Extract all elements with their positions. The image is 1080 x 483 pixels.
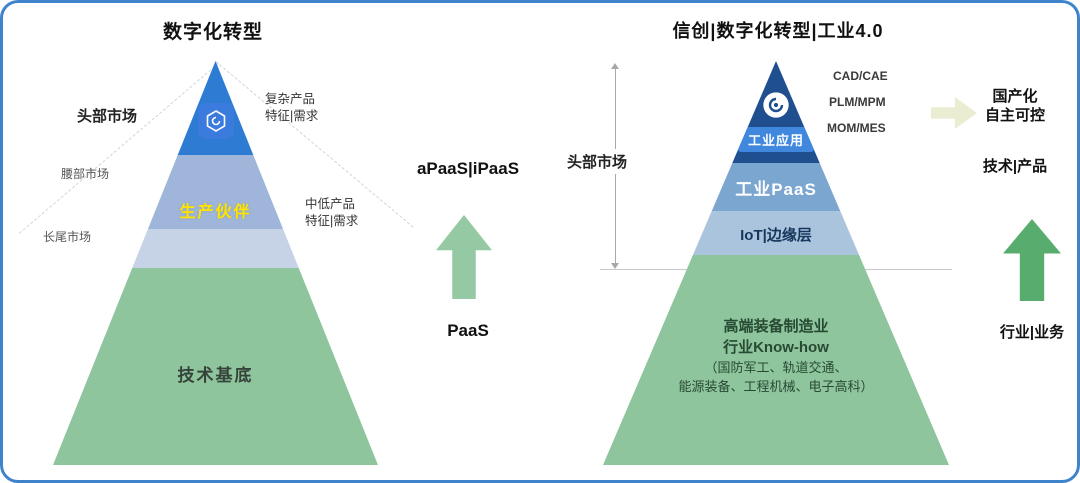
green-line-1: 高端装备制造业 <box>723 318 829 335</box>
right-market-label-head: 头部市场 <box>555 149 639 174</box>
demand-midlow-line1: 中低产品 <box>305 197 356 211</box>
tech-product-label: 技术|产品 <box>982 158 1048 175</box>
up-arrow-light-icon <box>436 215 492 299</box>
partner-label: 生产伙伴 <box>179 204 252 221</box>
tech-label-plm: PLM/MPM <box>829 95 886 109</box>
green-line-4: 能源装备、工程机械、电子高科） <box>678 379 874 394</box>
dimension-arrow-bottom-icon <box>611 263 619 269</box>
left-diagram-title: 数字化转型 <box>162 22 263 43</box>
localization-line2: 自主可控 <box>984 107 1045 124</box>
market-label-waist: 腰部市场 <box>61 167 110 181</box>
apaas-ipaas-label: aPaaS|iPaaS <box>416 159 520 178</box>
tech-label-cad: CAD/CAE <box>833 69 888 83</box>
swirl-logo-badge <box>760 89 792 126</box>
demand-complex-line2: 特征|需求 <box>265 109 319 123</box>
swirl-logo-icon <box>763 92 789 118</box>
iot-edge-label: IoT|边缘层 <box>740 227 812 244</box>
industry-business-label: 行业|业务 <box>999 324 1065 341</box>
industry-paas-label: 工业PaaS <box>735 180 817 199</box>
right-diagram-title: 信创|数字化转型|工业4.0 <box>672 21 884 41</box>
hexagon-logo-badge <box>197 103 234 139</box>
demand-label-midlow: 中低产品 特征|需求 <box>305 196 358 230</box>
green-line-2: 行业Know-how <box>723 339 829 356</box>
localization-line1: 国产化 <box>992 88 1038 105</box>
industry-app-chip: 工业应用 <box>737 127 815 152</box>
hexagon-logo-icon <box>206 110 225 132</box>
up-arrow-green-icon <box>1003 219 1061 301</box>
green-text-block: 高端装备制造业 行业Know-how （国防军工、轨道交通、 能源装备、工程机械… <box>603 316 949 396</box>
tech-label-mom: MOM/MES <box>827 121 886 135</box>
demand-midlow-line2: 特征|需求 <box>305 214 359 228</box>
market-label-longtail: 长尾市场 <box>43 230 92 244</box>
market-label-head: 头部市场 <box>77 108 138 125</box>
tech-base-label: 技术基底 <box>177 366 254 385</box>
green-line-3: （国防军工、轨道交通、 <box>704 360 848 375</box>
dimension-arrow-top-icon <box>611 63 619 69</box>
paas-label: PaaS <box>447 321 489 340</box>
localization-label: 国产化 自主可控 <box>971 87 1059 125</box>
demand-complex-line1: 复杂产品 <box>265 92 316 106</box>
left-pyramid-layer-pale <box>53 229 378 268</box>
right-pyramid: 工业应用 工业PaaS IoT|边缘层 高端装备制造业 行业Know-how （… <box>603 61 949 465</box>
demand-label-complex: 复杂产品 特征|需求 <box>265 91 318 125</box>
